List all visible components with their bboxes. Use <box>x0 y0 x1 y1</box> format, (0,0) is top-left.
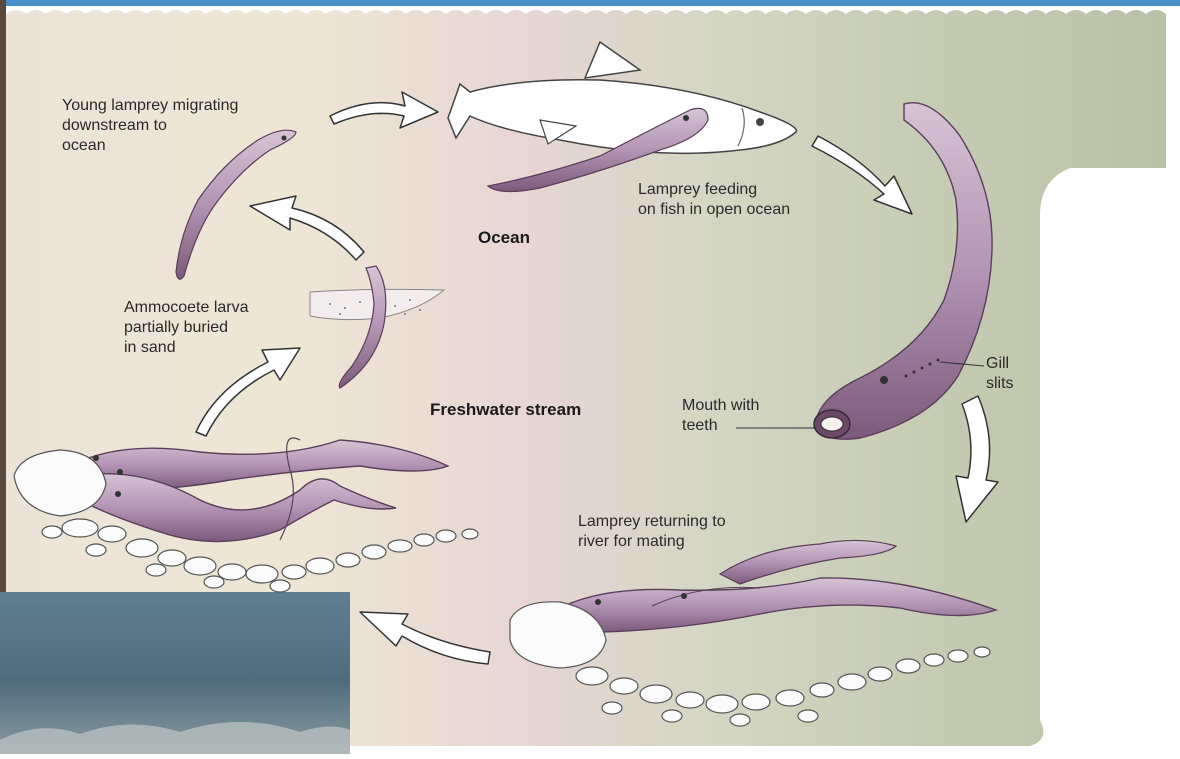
label-lamprey-returning: Lamprey returning to river for mating <box>578 512 726 552</box>
label-gill-slits: Gill slits <box>986 354 1014 394</box>
label-mouth-with-teeth: Mouth with teeth <box>682 396 759 436</box>
left-edge-strip <box>0 0 6 600</box>
label-young-lamprey-migrating: Young lamprey migrating downstream to oc… <box>62 96 238 156</box>
label-lamprey-feeding: Lamprey feeding on fish in open ocean <box>638 180 790 220</box>
label-freshwater-stream: Freshwater stream <box>430 400 581 420</box>
label-ammocoete-larva: Ammocoete larva partially buried in sand <box>124 298 249 358</box>
label-ocean: Ocean <box>478 228 530 248</box>
top-sky-strip <box>0 0 1180 6</box>
